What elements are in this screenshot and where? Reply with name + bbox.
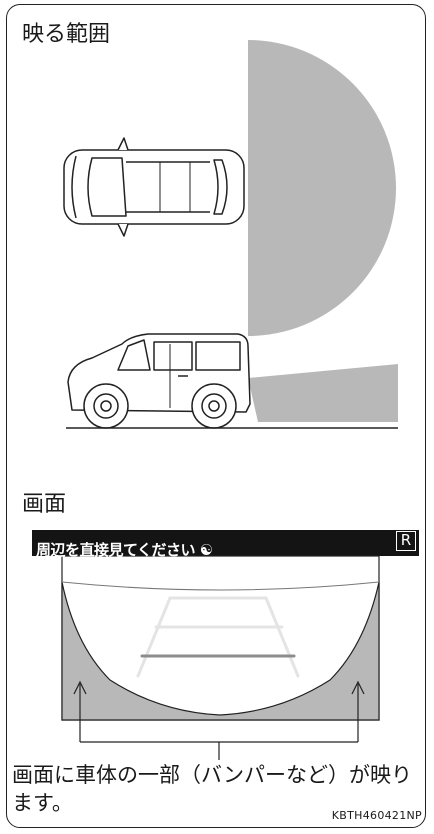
bumper-left (61, 581, 380, 721)
gear-indicator: R (396, 531, 416, 551)
screen-heading: 画面 (22, 492, 67, 517)
top-view-coverage-area (248, 40, 396, 336)
side-view-coverage-area (248, 364, 398, 422)
camera-screen (61, 555, 380, 721)
range-heading: 映る範囲 (22, 22, 111, 47)
car-side-view (67, 333, 251, 429)
figure-frame (6, 4, 426, 828)
figure-code: KBTH460421NP (331, 809, 422, 822)
screen-title-bar (32, 530, 419, 556)
bumper-callout (73, 680, 365, 760)
driver-icon: ☯ (199, 541, 213, 559)
caption: 画面に車体の一部（バンパーなど）が映ります。 (12, 763, 413, 815)
parking-guide-lines (136, 596, 300, 678)
car-top-view (63, 137, 245, 237)
screen-title: 周辺を直接見てください ☯ (36, 541, 213, 559)
